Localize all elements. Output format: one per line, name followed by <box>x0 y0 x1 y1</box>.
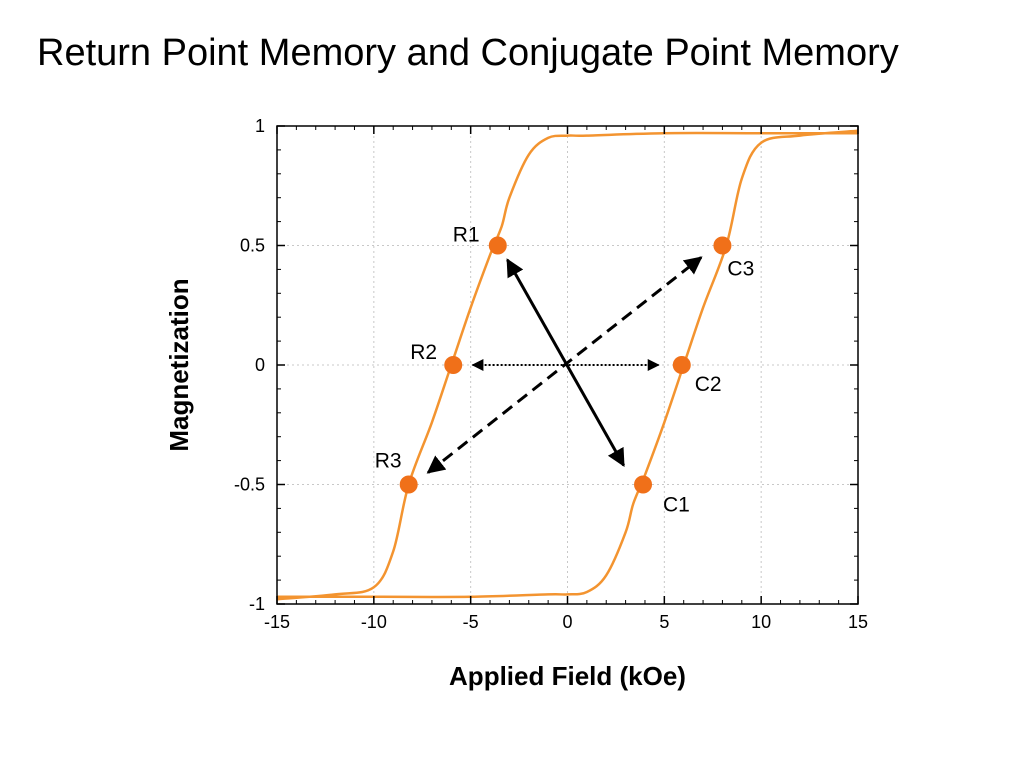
point-r2 <box>444 356 463 374</box>
axis-ticks: -15 -10 -5 0 5 10 15 -1 -0.5 0 0.5 1 <box>234 116 868 632</box>
hysteresis-curves <box>276 129 859 601</box>
point-label-c3: C3 <box>727 258 754 281</box>
point-label-r2: R2 <box>410 341 437 364</box>
point-c3 <box>713 236 732 255</box>
x-tick-label: 15 <box>848 612 868 632</box>
y-tick-label: 1 <box>255 116 265 136</box>
x-axis-label: Applied Field (kOe) <box>449 661 686 691</box>
x-tick-label: -5 <box>463 612 479 632</box>
point-label-r1: R1 <box>453 224 480 247</box>
dashed-double-arrow <box>426 256 703 474</box>
x-tick-label: 10 <box>751 612 771 632</box>
descending-branch-curve <box>276 129 859 599</box>
x-tick-label: 0 <box>562 612 572 632</box>
point-c2 <box>672 356 691 374</box>
point-label-c2: C2 <box>695 373 722 396</box>
x-tick-label: -15 <box>264 612 290 632</box>
point-label-c1: C1 <box>663 494 690 517</box>
point-r3 <box>399 475 418 494</box>
point-label-r3: R3 <box>375 450 402 473</box>
x-tick-label: 5 <box>659 612 669 632</box>
y-tick-label: 0.5 <box>240 236 265 256</box>
y-tick-label: 0 <box>255 355 265 375</box>
x-tick-label: -10 <box>361 612 387 632</box>
y-tick-label: -0.5 <box>234 475 265 495</box>
point-r1 <box>488 236 507 255</box>
point-c1 <box>634 475 653 494</box>
slide-title: Return Point Memory and Conjugate Point … <box>37 32 899 74</box>
memory-arrows <box>426 256 703 474</box>
ascending-branch-curve <box>276 131 858 601</box>
y-tick-label: -1 <box>249 594 265 614</box>
y-axis-label: Magnetization <box>164 278 194 451</box>
